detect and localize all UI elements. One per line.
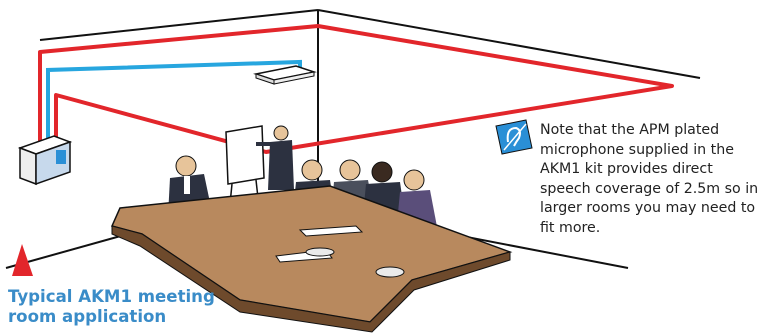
note-line: fit more. <box>540 220 600 236</box>
note-line: microphone supplied in the <box>540 142 734 158</box>
boundary-microphone-1 <box>306 248 334 256</box>
note-line: speech coverage of 2.5m so in <box>540 181 758 197</box>
red-triangle-icon <box>12 244 33 276</box>
flip-chart <box>226 126 264 204</box>
loop-amplifier-icon <box>20 136 70 184</box>
coverage-note: Note that the APM plated microphone supp… <box>540 121 780 239</box>
note-line: Note that the APM plated <box>540 122 719 138</box>
caption-line: room application <box>8 307 166 326</box>
note-line: larger rooms you may need to <box>540 200 755 216</box>
caption-line: Typical AKM1 meeting <box>8 287 215 306</box>
figure-caption: Typical AKM1 meeting room application <box>8 287 248 327</box>
note-line: AKM1 kit provides direct <box>540 161 713 177</box>
hearing-loop-ear-icon <box>496 120 532 154</box>
boundary-microphone-2 <box>376 267 404 277</box>
ceiling-box <box>256 66 314 84</box>
